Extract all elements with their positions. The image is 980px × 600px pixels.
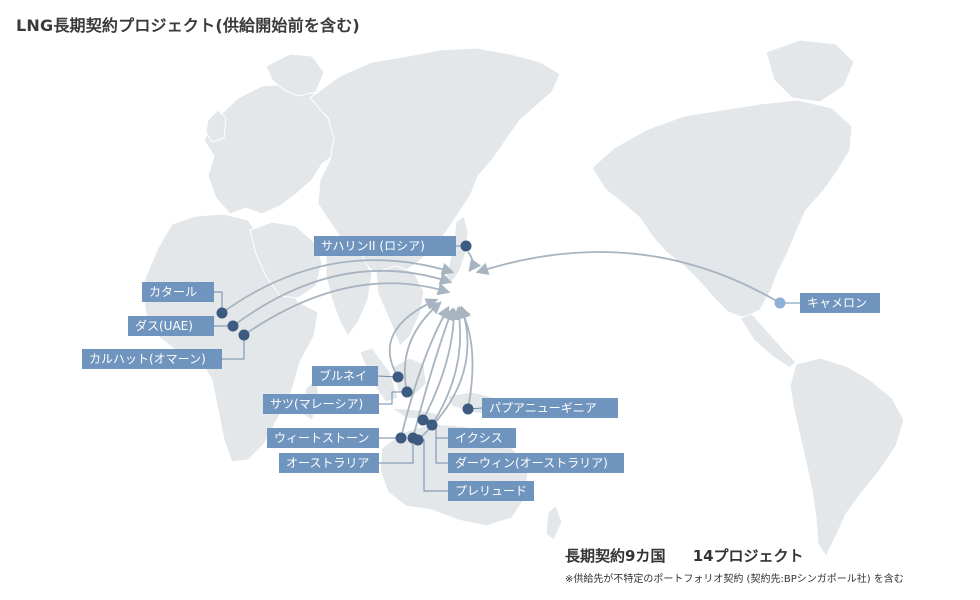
site-dot-das[interactable] [227,320,239,332]
central-america-landmass [739,313,797,369]
project-label-wheatstone[interactable]: ウィートストーン [267,428,379,448]
project-label-sakhalin[interactable]: サハリンII (ロシア) [314,236,456,256]
site-dot-wheatstone[interactable] [395,432,407,444]
land-masses [141,39,905,557]
site-dot-sakhalin[interactable] [460,240,472,252]
site-dot-brunei[interactable] [392,371,404,383]
project-label-satu[interactable]: サツ(マレーシア) [263,394,379,414]
project-label-prelude[interactable]: プレリュード [448,481,534,501]
leader-satu [379,391,407,405]
project-sites [216,240,786,446]
asia-landmass [309,47,561,277]
route-qatar [221,259,455,314]
project-label-brunei[interactable]: ブルネイ [312,366,378,386]
project-label-australia[interactable]: オーストラリア [279,453,379,473]
site-dot-ichthys[interactable] [417,414,429,426]
route-cameron [475,251,781,304]
summary-projects: 14プロジェクト [692,547,804,565]
route-ichthys [422,307,461,421]
arabia-landmass [249,221,323,299]
site-dot-satu[interactable] [401,386,413,398]
shipping-routes [221,251,781,441]
leader-australia [379,438,414,464]
route-brunei [388,298,439,378]
leader-qalhat [222,335,245,360]
footnote: ※供給先が不特定のポートフォリオ契約 (契約先:BPシンガポール社) を含む [565,574,904,585]
site-dot-darwin[interactable] [426,419,438,431]
java-landmass [390,407,441,421]
route-satu [403,301,442,393]
greenland-landmass [765,39,855,103]
site-dot-cameron[interactable] [774,297,786,309]
summary-countries: 長期契約9カ国 [565,547,666,565]
summary: 長期契約9カ国 14プロジェクト [565,545,804,566]
site-dot-prelude[interactable] [412,434,424,446]
route-wheatstone [400,305,450,439]
scandinavia-landmass [265,53,325,97]
project-label-cameron[interactable]: キャメロン [800,293,880,313]
project-label-ichthys[interactable]: イクシス [448,428,516,448]
leader-qatar [214,291,223,313]
project-label-qalhat[interactable]: カルハット(オマーン) [82,349,222,369]
project-label-qatar[interactable]: カタール [142,282,214,302]
page-title: LNG長期契約プロジェクト(供給開始前を含む) [16,16,360,35]
project-label-png[interactable]: パプアニューギニア [482,398,618,418]
route-qalhat [243,282,451,336]
britain-landmass [205,109,227,143]
north-america-landmass [591,99,853,319]
indochina-landmass [375,265,425,347]
project-label-darwin[interactable]: ダーウィン(オーストラリア) [448,453,624,473]
new-zealand-landmass [545,505,563,541]
route-das [232,269,453,327]
site-dot-qatar[interactable] [216,307,228,319]
route-sakhalin [467,251,482,273]
site-dot-qalhat[interactable] [238,329,250,341]
site-dot-png[interactable] [462,403,474,415]
south-america-landmass [789,357,905,557]
route-australia [412,307,455,439]
project-label-das[interactable]: ダス(UAE) [128,316,214,336]
route-darwin [431,306,466,426]
